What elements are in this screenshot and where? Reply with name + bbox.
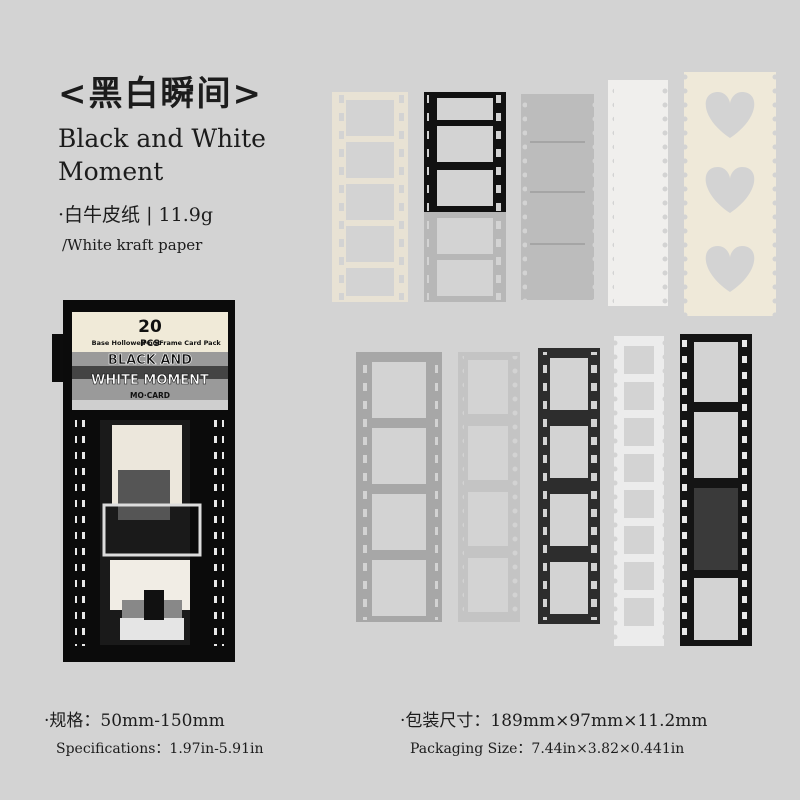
film-strip-lightgrey-frames <box>458 352 520 622</box>
film-strip-white <box>608 80 668 306</box>
spec-en: Specifications：1.97in-5.91in <box>56 741 264 757</box>
material-cn: ·白牛皮纸 | 11.9g <box>58 204 213 226</box>
package-count: 20 <box>138 317 162 337</box>
page-title-cn: <黑白瞬间> <box>58 74 263 114</box>
package-name-line1: BLACK AND <box>108 353 192 368</box>
film-strip-grey-frames <box>356 352 442 622</box>
package-name-line2: WHITE MOMENT <box>91 373 209 388</box>
material-en: /White kraft paper <box>62 236 203 254</box>
packaging-size-cn: ·包装尺寸：189mm×97mm×11.2mm <box>400 711 708 731</box>
film-strip-cream <box>332 92 408 302</box>
package-tagline-left: Base Hollowed-out <box>92 339 161 347</box>
package-card <box>52 300 235 662</box>
heart-icon <box>705 167 755 213</box>
film-strip-white-outline <box>614 336 664 646</box>
film-strip-black <box>680 334 752 646</box>
film-strip-hearts <box>684 72 776 316</box>
package-tagline-right: Frame Card Pack <box>159 339 221 347</box>
film-strip-mixed <box>424 92 506 302</box>
package-unit: PCS <box>140 339 160 349</box>
package-brand: MO·CARD <box>130 391 170 400</box>
heart-icon <box>705 246 755 292</box>
film-strip-dark-distressed <box>538 348 600 624</box>
heart-icon <box>705 92 755 138</box>
spec-cn: ·规格：50mm-150mm <box>44 711 225 731</box>
film-strip-grey <box>521 94 594 300</box>
packaging-size-en: Packaging Size：7.44in×3.82×0.441in <box>410 741 685 757</box>
page-title-en: Black and White Moment <box>58 124 266 186</box>
